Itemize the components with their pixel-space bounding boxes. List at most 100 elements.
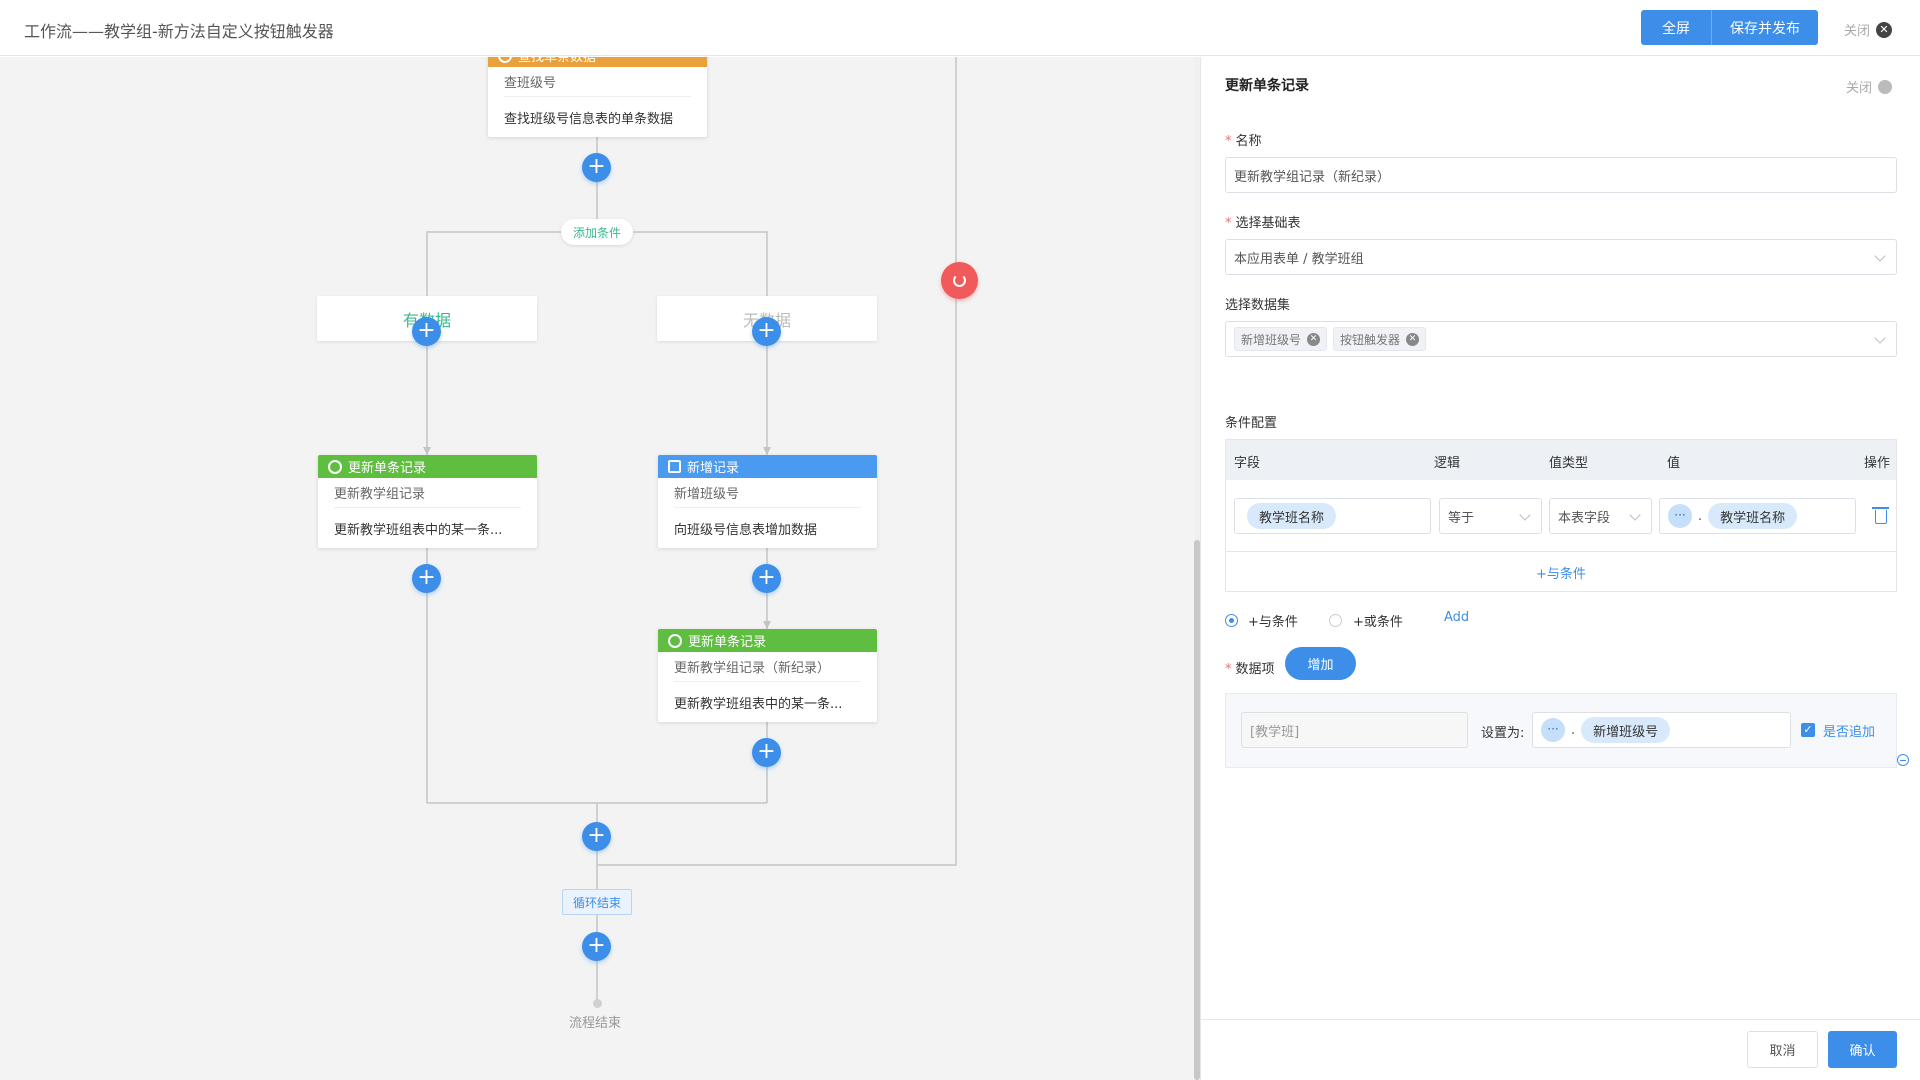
loop-end-label: 循环结束	[562, 889, 632, 915]
add-step-button[interactable]: +	[582, 153, 611, 182]
node-find-record[interactable]: 查找单条数据 查班级号 查找班级号信息表的单条数据	[488, 57, 707, 137]
value-chip: 新增班级号	[1581, 717, 1671, 743]
add-link[interactable]: Add	[1444, 610, 1470, 625]
set-as-label: 设置为:	[1481, 726, 1525, 741]
value-separator: .	[1698, 508, 1703, 524]
top-bar: 工作流——教学组-新方法自定义按钮触发器 全屏 保存并发布 关闭 ✕	[0, 0, 1920, 56]
condition-value-input[interactable]: ··· . 教学班名称	[1659, 498, 1856, 534]
fullscreen-button[interactable]: 全屏	[1641, 10, 1711, 45]
add-step-button[interactable]: +	[582, 822, 611, 851]
node-update-record-right[interactable]: 更新单条记录 更新教学组记录（新纪录） 更新教学班组表中的某一条...	[658, 629, 877, 722]
dataset-label: 选择数据集	[1225, 298, 1291, 313]
more-icon[interactable]: ···	[1541, 718, 1565, 742]
node-update-right-description: 更新教学班组表中的某一条...	[674, 696, 843, 712]
cancel-button[interactable]: 取消	[1747, 1031, 1818, 1068]
radio-or-condition[interactable]	[1329, 614, 1342, 627]
add-and-condition-link[interactable]: +与条件	[1536, 567, 1586, 582]
panel-title: 更新单条记录	[1225, 78, 1309, 94]
chevron-down-icon	[1874, 332, 1886, 344]
add-data-item-button[interactable]: 增加	[1285, 647, 1356, 680]
remove-row-icon[interactable]	[1897, 754, 1909, 766]
node-add-record[interactable]: 新增记录 新增班级号 向班级号信息表增加数据	[658, 455, 877, 548]
tag-close-icon[interactable]: ✕	[1406, 332, 1420, 346]
condition-field-input[interactable]: 教学班名称	[1234, 498, 1431, 534]
header-close-label: 关闭	[1844, 24, 1871, 39]
condition-value-type-select[interactable]: 本表字段	[1549, 498, 1652, 534]
divider	[1226, 551, 1896, 552]
add-step-button[interactable]: +	[412, 317, 441, 346]
panel-close-button[interactable]: 关闭	[1846, 77, 1893, 96]
add-step-button[interactable]: +	[752, 564, 781, 593]
node-find-record-title: 查找单条数据	[518, 57, 597, 65]
node-update-left-subtitle: 更新教学组记录	[334, 478, 521, 508]
dataset-tag: 按钮触发器✕	[1333, 327, 1427, 351]
logic-value: 等于	[1448, 510, 1475, 526]
data-items-label: *数据项	[1225, 662, 1275, 677]
header-value-type: 值类型	[1549, 456, 1589, 471]
radio-or-label: +或条件	[1353, 615, 1403, 630]
add-step-button[interactable]: +	[582, 932, 611, 961]
header-close-button[interactable]: 关闭 ✕	[1844, 20, 1893, 39]
node-add-record-title: 新增记录	[687, 461, 740, 476]
flow-end-dot	[593, 999, 602, 1008]
data-field-input[interactable]: [教学班]	[1241, 712, 1468, 748]
workflow-title: 工作流——教学组-新方法自定义按钮触发器	[24, 22, 334, 41]
base-table-select[interactable]: 本应用表单 / 教学班组	[1225, 239, 1897, 275]
base-table-label: *选择基础表	[1225, 216, 1301, 231]
loop-node-icon[interactable]	[941, 262, 978, 299]
base-table-value: 本应用表单 / 教学班组	[1234, 251, 1364, 267]
confirm-button[interactable]: 确认	[1828, 1031, 1897, 1068]
node-update-record-left[interactable]: 更新单条记录 更新教学组记录 更新教学班组表中的某一条...	[318, 455, 537, 548]
data-value-input[interactable]: ··· . 新增班级号	[1532, 712, 1791, 748]
save-publish-button[interactable]: 保存并发布	[1711, 10, 1818, 45]
value-type-value: 本表字段	[1558, 510, 1611, 526]
append-checkbox[interactable]: ✓	[1801, 723, 1815, 737]
node-update-left-title: 更新单条记录	[348, 461, 427, 476]
chevron-down-icon	[1874, 250, 1886, 262]
panel-close-label: 关闭	[1846, 81, 1873, 96]
header-value: 值	[1667, 456, 1681, 471]
node-add-record-header: 新增记录	[658, 455, 877, 478]
radio-and-condition[interactable]	[1225, 614, 1238, 627]
header-logic: 逻辑	[1434, 456, 1461, 471]
chevron-down-icon	[1629, 509, 1641, 521]
name-input[interactable]: 更新教学组记录（新纪录）	[1225, 157, 1897, 193]
node-update-right-subtitle: 更新教学组记录（新纪录）	[674, 652, 861, 682]
canvas-scrollbar-thumb[interactable]	[1194, 540, 1200, 1080]
search-icon	[498, 57, 512, 63]
node-add-record-subtitle: 新增班级号	[674, 478, 861, 508]
refresh-icon	[328, 459, 342, 474]
condition-table: 字段 逻辑 值类型 值 操作 教学班名称 等于 本表字段 ··· . 教学班名称…	[1225, 439, 1897, 592]
name-label: *名称	[1225, 134, 1262, 149]
add-step-button[interactable]: +	[412, 564, 441, 593]
header-action: 操作	[1864, 456, 1891, 471]
copy-icon	[668, 460, 681, 473]
add-step-button[interactable]: +	[752, 317, 781, 346]
more-icon[interactable]: ···	[1668, 504, 1692, 528]
add-condition-button[interactable]: 添加条件	[561, 219, 633, 245]
flow-end-label: 流程结束	[569, 1016, 622, 1031]
delete-icon[interactable]	[1872, 507, 1889, 524]
node-find-record-header: 查找单条数据	[488, 57, 707, 67]
append-label: 是否追加	[1823, 725, 1876, 740]
data-item-row: [教学班] 设置为: ··· . 新增班级号 ✓ 是否追加	[1225, 693, 1897, 768]
footer-divider	[1201, 1019, 1920, 1020]
tag-close-icon[interactable]: ✕	[1307, 332, 1321, 346]
node-find-record-subtitle: 查班级号	[504, 67, 691, 97]
node-update-left-description: 更新教学班组表中的某一条...	[334, 522, 503, 538]
properties-panel: 更新单条记录 关闭 *名称 更新教学组记录（新纪录） *选择基础表 本应用表单 …	[1200, 57, 1920, 1080]
chevron-down-icon	[1519, 509, 1531, 521]
close-icon: ✕	[1876, 21, 1893, 38]
node-update-left-header: 更新单条记录	[318, 455, 537, 478]
value-chip: 教学班名称	[1708, 503, 1798, 529]
value-separator: .	[1571, 722, 1576, 738]
condition-logic-select[interactable]: 等于	[1439, 498, 1542, 534]
dataset-tag: 新增班级号✕	[1234, 327, 1328, 351]
refresh-icon	[668, 633, 682, 648]
node-find-record-description: 查找班级号信息表的单条数据	[504, 111, 674, 127]
close-icon	[1878, 79, 1893, 94]
dataset-select[interactable]: 新增班级号✕ 按钮触发器✕	[1225, 321, 1897, 357]
workflow-canvas[interactable]: 查找单条数据 查班级号 查找班级号信息表的单条数据 + 添加条件 有数据 无数据…	[0, 57, 1196, 1080]
add-step-button[interactable]: +	[752, 738, 781, 767]
node-update-right-header: 更新单条记录	[658, 629, 877, 652]
